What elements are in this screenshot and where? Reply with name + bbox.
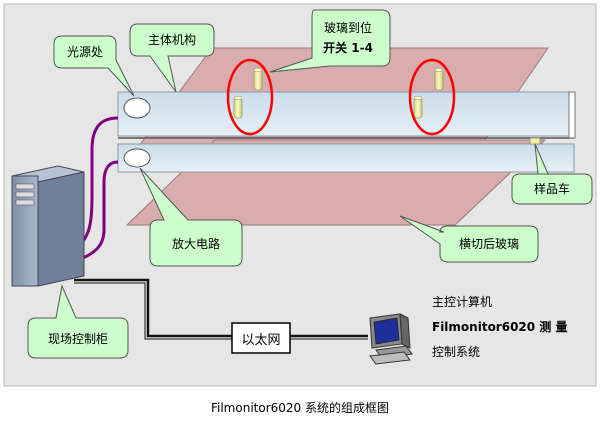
glass-sensor-1 (253, 67, 263, 91)
host-label-line1: 主控计算机 (432, 294, 492, 309)
callout-light-source-text: 光源处 (67, 45, 103, 59)
callout-field-cabinet (27, 284, 129, 359)
glass-sensor-2 (233, 95, 243, 119)
host-label-line2: Filmonitor6020 测 量 (432, 319, 567, 334)
callout-light-source (53, 35, 135, 97)
field-cabinet-icon (11, 165, 85, 287)
highlight-ring-left (226, 58, 274, 136)
upper-beam (117, 91, 575, 137)
glass-sensor-3 (434, 67, 444, 91)
highlight-ring-right (408, 58, 456, 136)
ethernet-box (231, 322, 291, 354)
callout-cut-glass-text: 横切后玻璃 (459, 237, 519, 251)
glass-sensor-4 (413, 95, 423, 119)
callout-amplifier (139, 167, 243, 267)
cable-lower (77, 160, 119, 262)
ethernet-cable-inner (74, 282, 232, 340)
callout-glass-switch-text-1: 玻璃到位 (324, 20, 372, 35)
callout-glass-switch-text-2: 开关 1-4 (323, 40, 373, 55)
callout-amplifier-text: 放大电路 (172, 236, 220, 251)
callout-field-cabinet-text: 现场控制柜 (48, 332, 108, 346)
callout-cut-glass (399, 215, 539, 263)
ethernet-cable (74, 278, 232, 338)
host-computer-icon (369, 313, 413, 365)
figure-caption: Filmonitor6020 系统的组成框图 (211, 400, 389, 415)
callout-main-frame-text: 主体机构 (148, 32, 196, 47)
amplifier-lens (123, 148, 151, 168)
lower-beam (117, 143, 575, 173)
beam-end-cap (568, 91, 576, 139)
ethernet-label: 以太网 (241, 333, 280, 348)
light-source-lens (123, 97, 151, 119)
cable-upper (75, 116, 119, 250)
callout-sample-car-text: 样品车 (534, 181, 570, 196)
sample-car (529, 137, 541, 145)
host-label-line3: 控制系统 (432, 345, 480, 359)
callout-glass-switch (269, 9, 391, 73)
callout-sample-car (511, 143, 593, 205)
callout-main-frame (129, 23, 215, 93)
